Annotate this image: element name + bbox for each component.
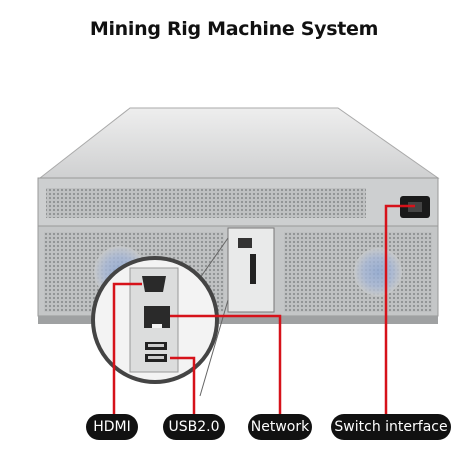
ethernet-port-icon — [238, 238, 252, 248]
callout-lines — [112, 204, 415, 414]
ethernet-port-icon — [144, 306, 170, 328]
vent-mesh-upper — [46, 188, 366, 218]
callout-line-network — [170, 314, 282, 414]
page-title: Mining Rig Machine System — [89, 18, 379, 40]
ethernet-latch — [152, 324, 162, 328]
label-switch-interface: Switch interface — [331, 414, 451, 440]
hdmi-port-icon — [142, 276, 166, 292]
label-hdmi: HDMI — [86, 414, 138, 440]
label-usb: USB2.0 — [163, 414, 225, 440]
callout-line-usb — [170, 356, 196, 414]
chassis-base — [38, 316, 438, 324]
usb-tongue — [148, 356, 164, 359]
chassis-top — [38, 107, 440, 179]
port-labels: HDMI USB2.0 Network Switch interface — [0, 414, 468, 444]
usb-tongue — [148, 344, 164, 347]
magnifier-connector — [199, 237, 229, 279]
label-network: Network — [248, 414, 312, 440]
callout-line-hdmi — [112, 282, 142, 414]
fan-icon — [354, 248, 402, 296]
callout-line-switch — [384, 204, 415, 414]
io-slot — [250, 254, 256, 284]
